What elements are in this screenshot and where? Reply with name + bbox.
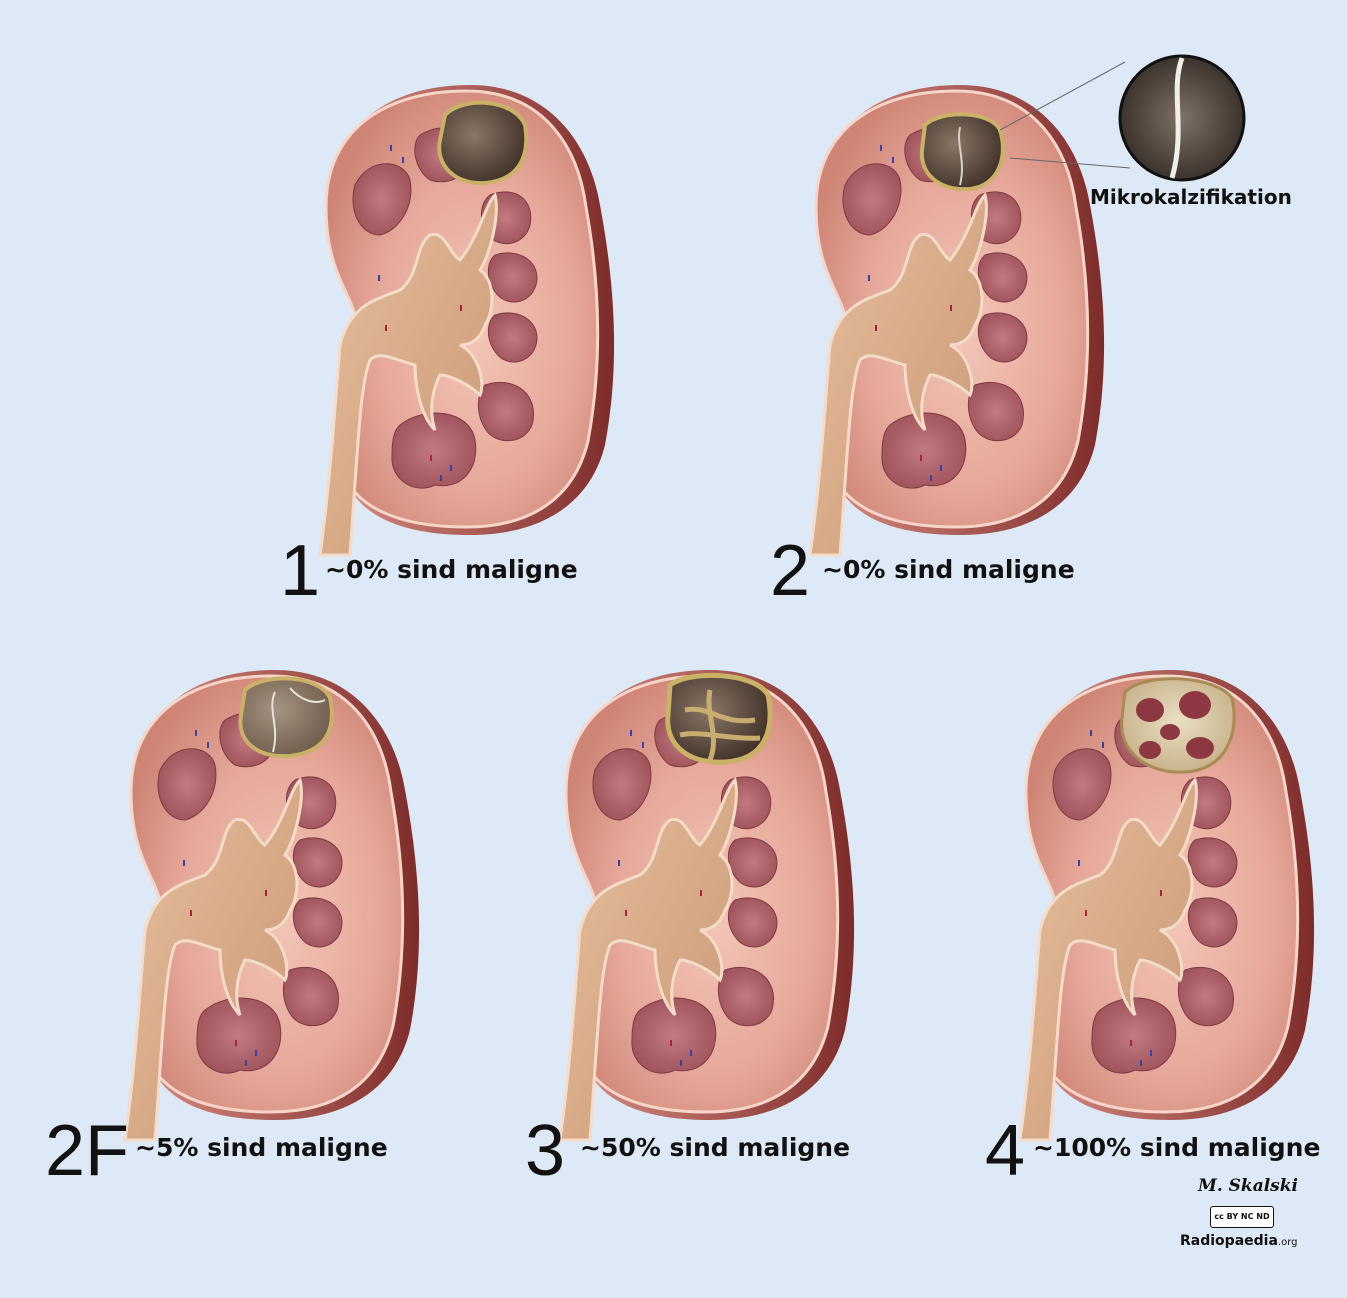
kidney-illustration-1	[318, 83, 616, 557]
microcalcification-label: Mikrokalzifikation	[1090, 185, 1292, 209]
cyst-2f	[238, 676, 334, 759]
category-label-2: ~0% sind maligne	[822, 555, 1075, 584]
cyst-simple	[437, 100, 529, 186]
category-label-4: ~100% sind maligne	[1033, 1133, 1321, 1162]
radiopaedia-logo[interactable]: Radiopaedia.org	[1180, 1233, 1298, 1249]
category-number-1: 1	[280, 531, 321, 611]
license-badge: cc BY NC ND	[1210, 1206, 1274, 1228]
kidney-illustration-4	[1018, 668, 1316, 1142]
kidney-illustration-3	[558, 668, 856, 1142]
category-number-2f: 2F	[45, 1111, 130, 1191]
category-label-1: ~0% sind maligne	[325, 555, 578, 584]
category-number-3: 3	[525, 1111, 566, 1191]
brand-name: Radiopaedia	[1180, 1233, 1278, 1249]
category-label-2f: ~5% sind maligne	[135, 1133, 388, 1162]
category-number-4: 4	[985, 1111, 1026, 1191]
kidney-illustration-2	[808, 83, 1106, 557]
category-label-3: ~50% sind maligne	[580, 1133, 851, 1162]
cyst-enhancing-solid	[1120, 677, 1236, 774]
brand-suffix: .org	[1277, 1237, 1298, 1248]
zoom-circle	[1118, 54, 1246, 182]
zoom-callout	[999, 54, 1246, 182]
author-signature: M. Skalski	[1198, 1176, 1298, 1196]
cyst-microcalcification	[919, 112, 1005, 192]
category-number-2: 2	[770, 531, 811, 611]
kidney-illustration-2f	[123, 668, 421, 1142]
